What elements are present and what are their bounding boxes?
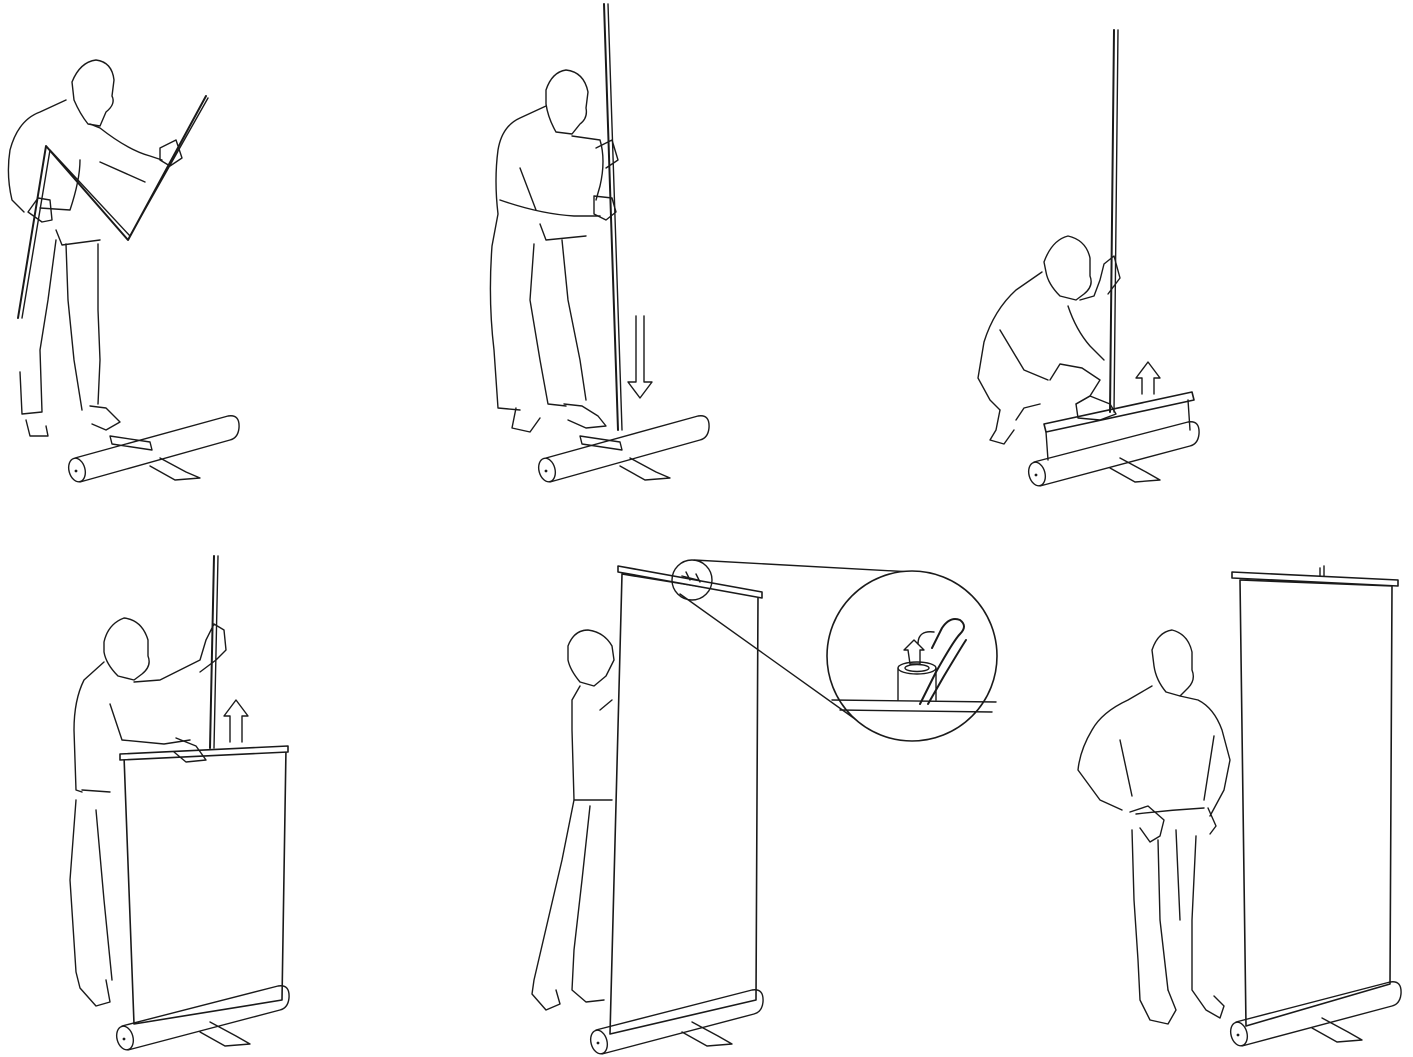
banner — [1232, 566, 1398, 1026]
person — [532, 630, 614, 1010]
pole — [604, 4, 622, 430]
base-stand — [536, 416, 709, 484]
up-arrow — [224, 700, 248, 742]
folded-pole — [18, 96, 208, 318]
step-3-pull-banner — [978, 30, 1199, 488]
base-stand — [1026, 422, 1199, 488]
base-stand — [66, 416, 239, 484]
step-1-unfold-pole — [8, 60, 239, 484]
banner — [120, 746, 288, 1024]
person — [8, 60, 182, 436]
step-4-raise-banner — [70, 556, 289, 1052]
step-2-insert-pole — [490, 4, 709, 484]
person — [490, 70, 618, 432]
step-5-hook-top-rail — [532, 560, 997, 1056]
step-6-complete — [1078, 566, 1401, 1048]
pole — [210, 556, 218, 748]
down-arrow — [628, 316, 652, 398]
pole — [1110, 30, 1118, 412]
up-arrow — [1136, 362, 1160, 394]
person — [1078, 630, 1230, 1024]
